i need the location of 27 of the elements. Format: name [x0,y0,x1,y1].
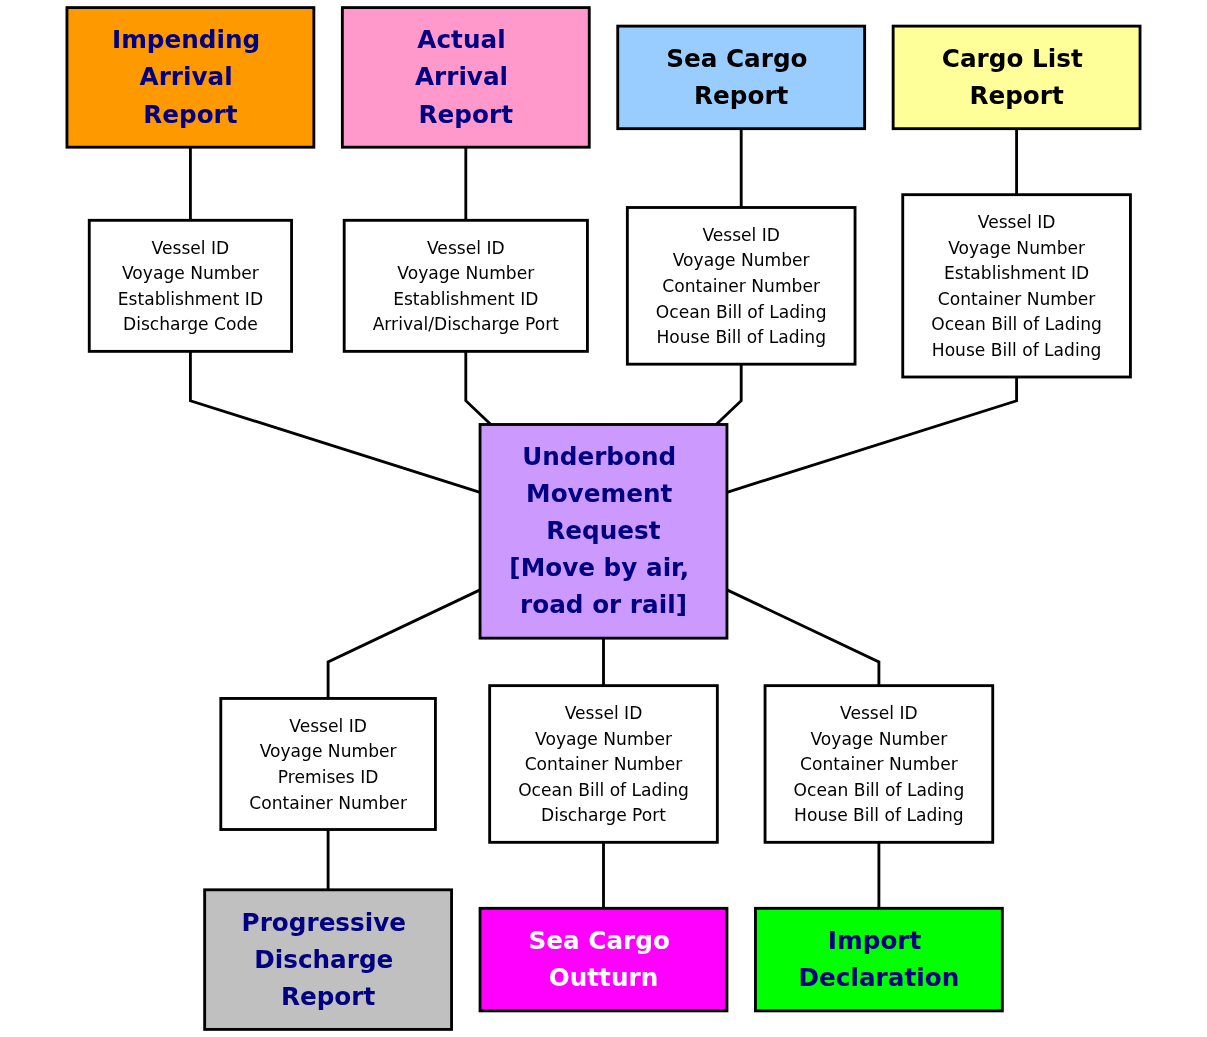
node-box: Impending Arrival Report [65,6,316,149]
connector [1015,128,1018,195]
node-box: Vessel ID Voyage Number Establishment ID Discharge Code [87,218,293,353]
connector [877,842,881,909]
connector [726,588,881,686]
node-box: Vessel ID Voyage Number Container Number Ocean Bill of Lading House Bill of Lading [763,684,995,844]
node-box: Vessel ID Voyage Number Container Number Ocean Bill of Lading Discharge Port [488,684,719,844]
connector [726,377,1018,494]
node-box: Vessel ID Voyage Number Premises ID Container Number [219,697,437,831]
connector [189,351,481,494]
connector [326,588,481,699]
connector [739,128,743,208]
node-box: Actual Arrival Report [340,6,591,149]
connector [189,147,192,221]
node-box: Sea Cargo Outturn [478,906,729,1013]
connector [602,638,605,686]
node-box: Vessel ID Voyage Number Establishment ID Container Number Ocean Bill of Lading House Bill of Lading [901,193,1132,379]
connector [602,842,605,909]
node-box: Progressive Discharge Report [203,888,453,1031]
node-box: Vessel ID Voyage Number Establishment ID Arrival/Discharge Port [342,218,589,353]
node-box: Vessel ID Voyage Number Container Number Ocean Bill of Lading House Bill of Lading [625,206,857,366]
node-box: Underbond Movement Request [Move by air, road or rail] [478,423,729,640]
connector [464,147,468,221]
node-box: Cargo List Report [891,24,1142,131]
node-box: Sea Cargo Report [616,24,867,131]
connector [326,829,330,890]
node-box: Import Declaration [754,906,1004,1013]
